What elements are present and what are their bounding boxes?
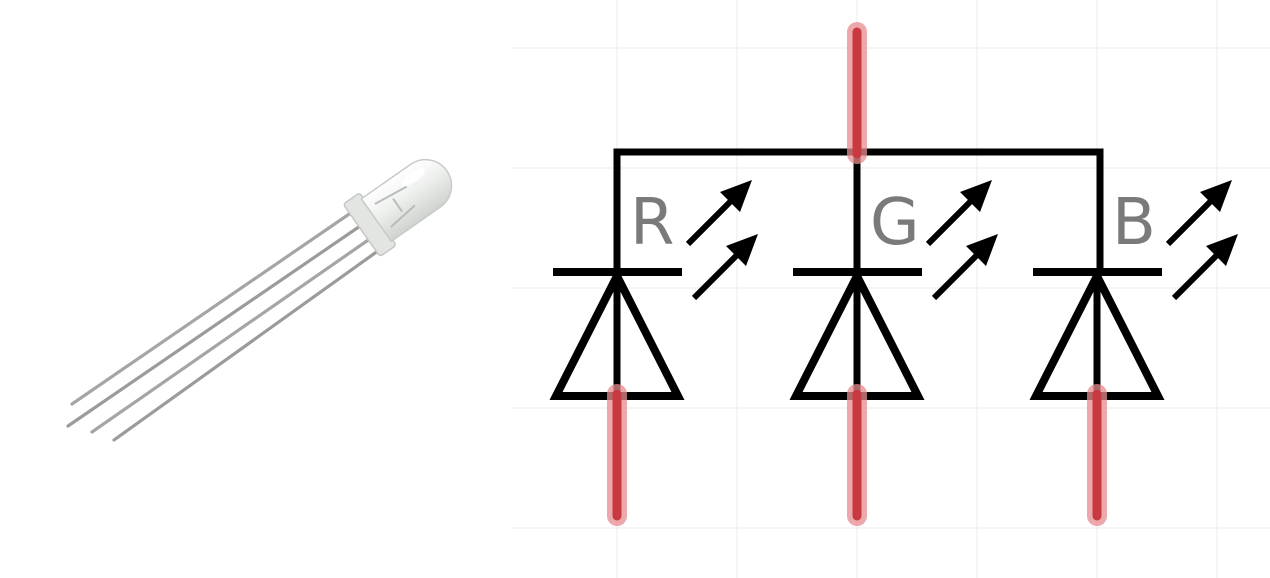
label-blue: B [1112,186,1156,260]
led-lead-2 [66,220,368,428]
led-lead-4 [112,246,384,442]
label-green: G [870,186,920,260]
led-lead-3 [90,234,376,434]
pins[interactable] [607,22,1107,526]
arrows-red [685,180,758,301]
rgb-led-photo [66,158,453,442]
diode-red [549,267,685,400]
diode-green [789,267,925,400]
anode-bus [613,148,1104,272]
arrows-green [925,180,998,301]
led-lead-1 [70,206,360,406]
led-body [343,158,453,257]
arrows-blue [1165,180,1238,301]
diode-blue [1029,267,1165,400]
label-red: R [630,186,674,260]
led-highlight [401,168,426,187]
emission-arrows [685,180,1238,301]
led-dome [360,158,453,243]
led-leads [66,206,384,442]
led-internal-frame [374,185,416,228]
